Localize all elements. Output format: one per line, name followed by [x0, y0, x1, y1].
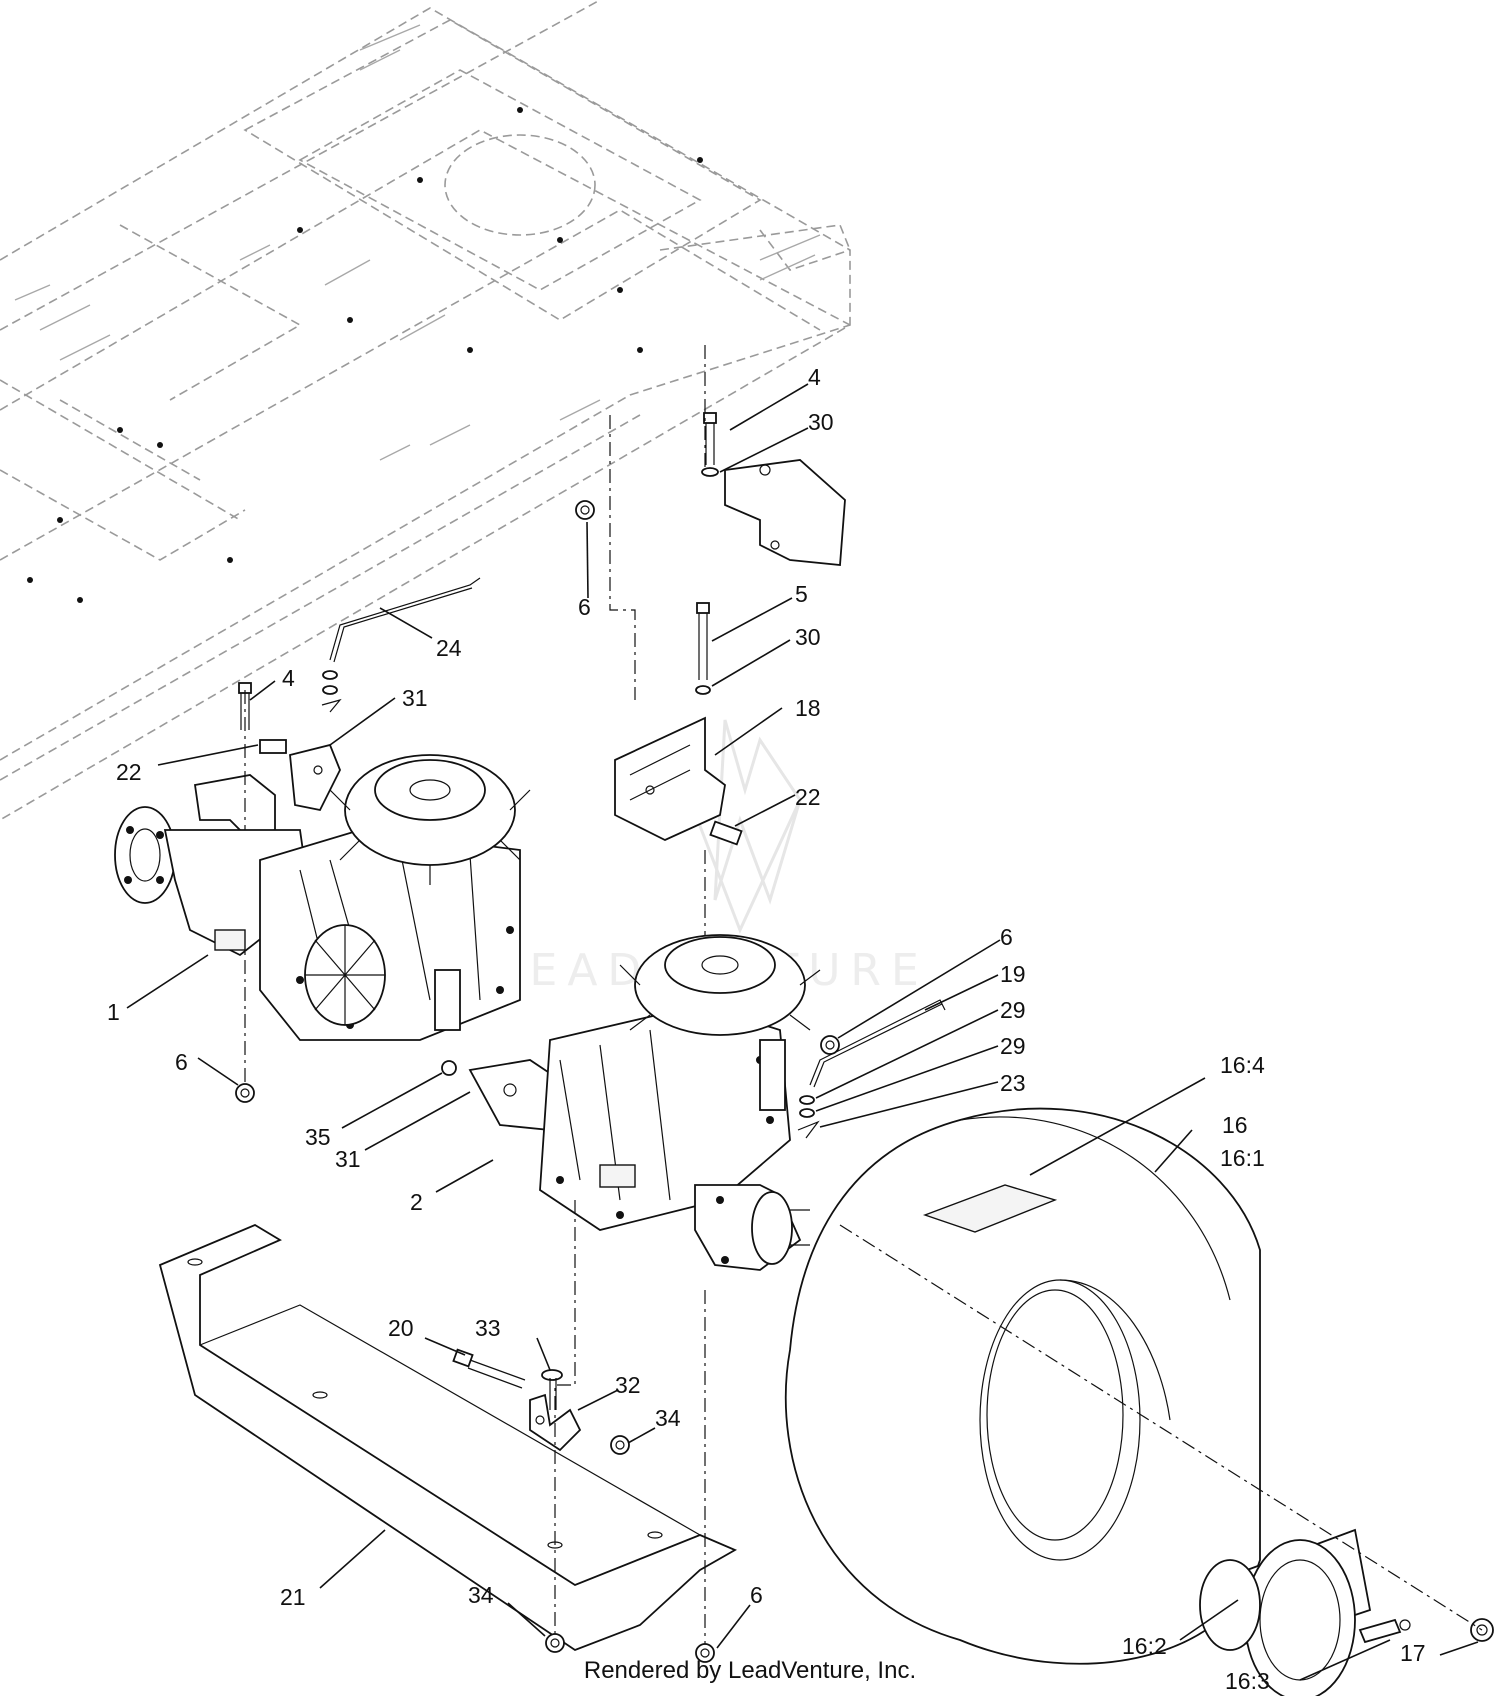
leader-lines: [126, 383, 1479, 1681]
wheel-rim: [1199, 1528, 1372, 1696]
callout-labels: 4 30 6 5 30 18 22 24 4 31 22 1 6 6 19 29…: [107, 364, 1426, 1694]
nut-35: [441, 1060, 457, 1076]
bracket-left: [193, 774, 276, 836]
callout-6-right: 6: [1000, 924, 1013, 950]
callout-22-left: 22: [116, 759, 142, 785]
callout-4-top: 4: [808, 364, 821, 390]
callout-35: 35: [305, 1124, 331, 1150]
callout-16-3: 16:3: [1225, 1668, 1270, 1694]
callout-21: 21: [280, 1584, 306, 1610]
pin-33: [541, 1369, 563, 1410]
tractor-frame-phantom: [0, 0, 851, 821]
callout-23: 23: [1000, 1070, 1026, 1096]
footer-credit: Rendered by LeadVenture, Inc.: [583, 1657, 917, 1684]
callout-5: 5: [795, 581, 808, 607]
callout-17: 17: [1400, 1640, 1426, 1666]
callout-31-lower: 31: [335, 1146, 361, 1172]
callout-30-top: 30: [808, 409, 834, 435]
nut-34-bottom: [545, 1633, 565, 1653]
callout-31-upper: 31: [402, 685, 428, 711]
callout-18: 18: [795, 695, 821, 721]
bolt-5: [695, 602, 711, 695]
callout-32: 32: [615, 1372, 641, 1398]
plate-31-upper: [289, 743, 341, 812]
bracket-18: [614, 716, 726, 841]
nut-6-right: [820, 1035, 840, 1055]
callout-1: 1: [107, 999, 120, 1025]
callout-6-upper: 6: [578, 594, 591, 620]
callout-16: 16: [1222, 1112, 1248, 1138]
valve-stem: [1358, 1618, 1411, 1644]
callout-16-2: 16:2: [1122, 1633, 1167, 1659]
callout-16-4: 16:4: [1220, 1052, 1265, 1078]
frame-brace-21: [158, 1223, 738, 1652]
callout-22-right: 22: [795, 784, 821, 810]
fan-pulley-left: [329, 754, 531, 885]
nut-6-left: [235, 1083, 255, 1103]
mounting-bracket-upper: [724, 459, 846, 566]
callout-33: 33: [475, 1315, 501, 1341]
callout-20: 20: [388, 1315, 414, 1341]
nut-34-mid: [610, 1435, 630, 1455]
callout-2: 2: [410, 1189, 423, 1215]
callout-30-mid: 30: [795, 624, 821, 650]
transmission-left: [114, 754, 531, 1041]
callout-34-mid: 34: [655, 1405, 681, 1431]
callout-29-b: 29: [1000, 1033, 1026, 1059]
callout-6-left: 6: [175, 1049, 188, 1075]
callout-4-left: 4: [282, 665, 295, 691]
bolt-22-left: [259, 739, 287, 754]
nut-6-upper: [575, 500, 595, 520]
callout-19: 19: [1000, 961, 1026, 987]
wheel-tire: [784, 1107, 1261, 1665]
rod-19: [809, 999, 946, 1088]
fan-pulley-right: [619, 934, 821, 1036]
bolt-22-right: [709, 820, 743, 846]
transmission-right: [468, 934, 821, 1271]
callout-29-a: 29: [1000, 997, 1026, 1023]
bracket-32: [529, 1393, 582, 1452]
bolt-4-top: [701, 412, 719, 477]
callout-34-bottom: 34: [468, 1582, 494, 1608]
callout-16-1: 16:1: [1220, 1145, 1265, 1171]
control-rod-24: [321, 577, 481, 713]
nut-6-bottom: [695, 1643, 715, 1663]
bolt-20: [452, 1348, 526, 1389]
callout-24: 24: [436, 635, 462, 661]
callout-6-bottom: 6: [750, 1582, 763, 1608]
washers-29-clip-23: [797, 1095, 820, 1139]
